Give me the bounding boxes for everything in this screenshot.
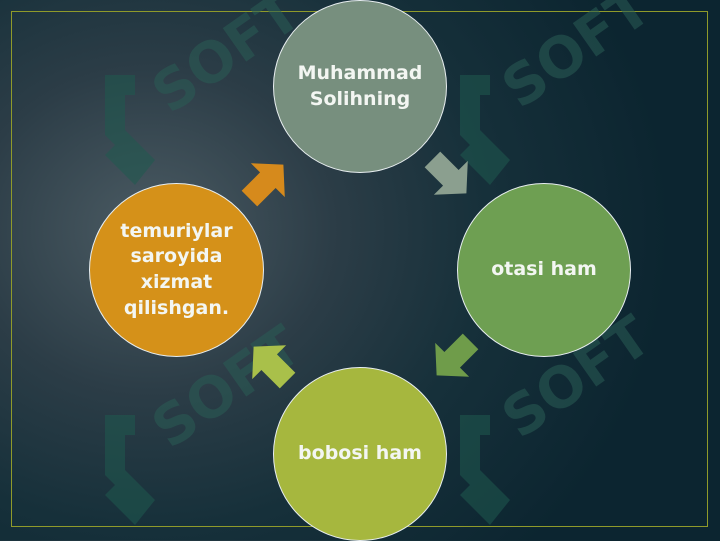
- arrow-top-to-right: [424, 151, 468, 195]
- cycle-node-left-label: temuriylar saroyida xizmat qilishgan.: [120, 219, 233, 319]
- watermark-logo-4: [460, 415, 510, 525]
- cycle-node-top-label: Muhammad Solihning: [297, 61, 423, 110]
- watermark-logo-2: [460, 75, 510, 185]
- watermark-logo-1: [105, 75, 155, 185]
- cycle-node-right-label: otasi ham: [491, 258, 597, 281]
- cycle-node-bottom-label: bobosi ham: [298, 442, 422, 465]
- arrow-left-to-top: [241, 163, 285, 207]
- cycle-node-right: otasi ham: [457, 183, 631, 357]
- watermark-logo-3: [105, 415, 155, 525]
- cycle-node-top: Muhammad Solihning: [273, 0, 447, 173]
- cycle-node-left: temuriylar saroyida xizmat qilishgan.: [89, 183, 264, 357]
- arrow-right-to-bottom: [435, 333, 479, 377]
- arrow-bottom-to-left: [252, 345, 296, 389]
- cycle-node-bottom: bobosi ham: [273, 367, 447, 541]
